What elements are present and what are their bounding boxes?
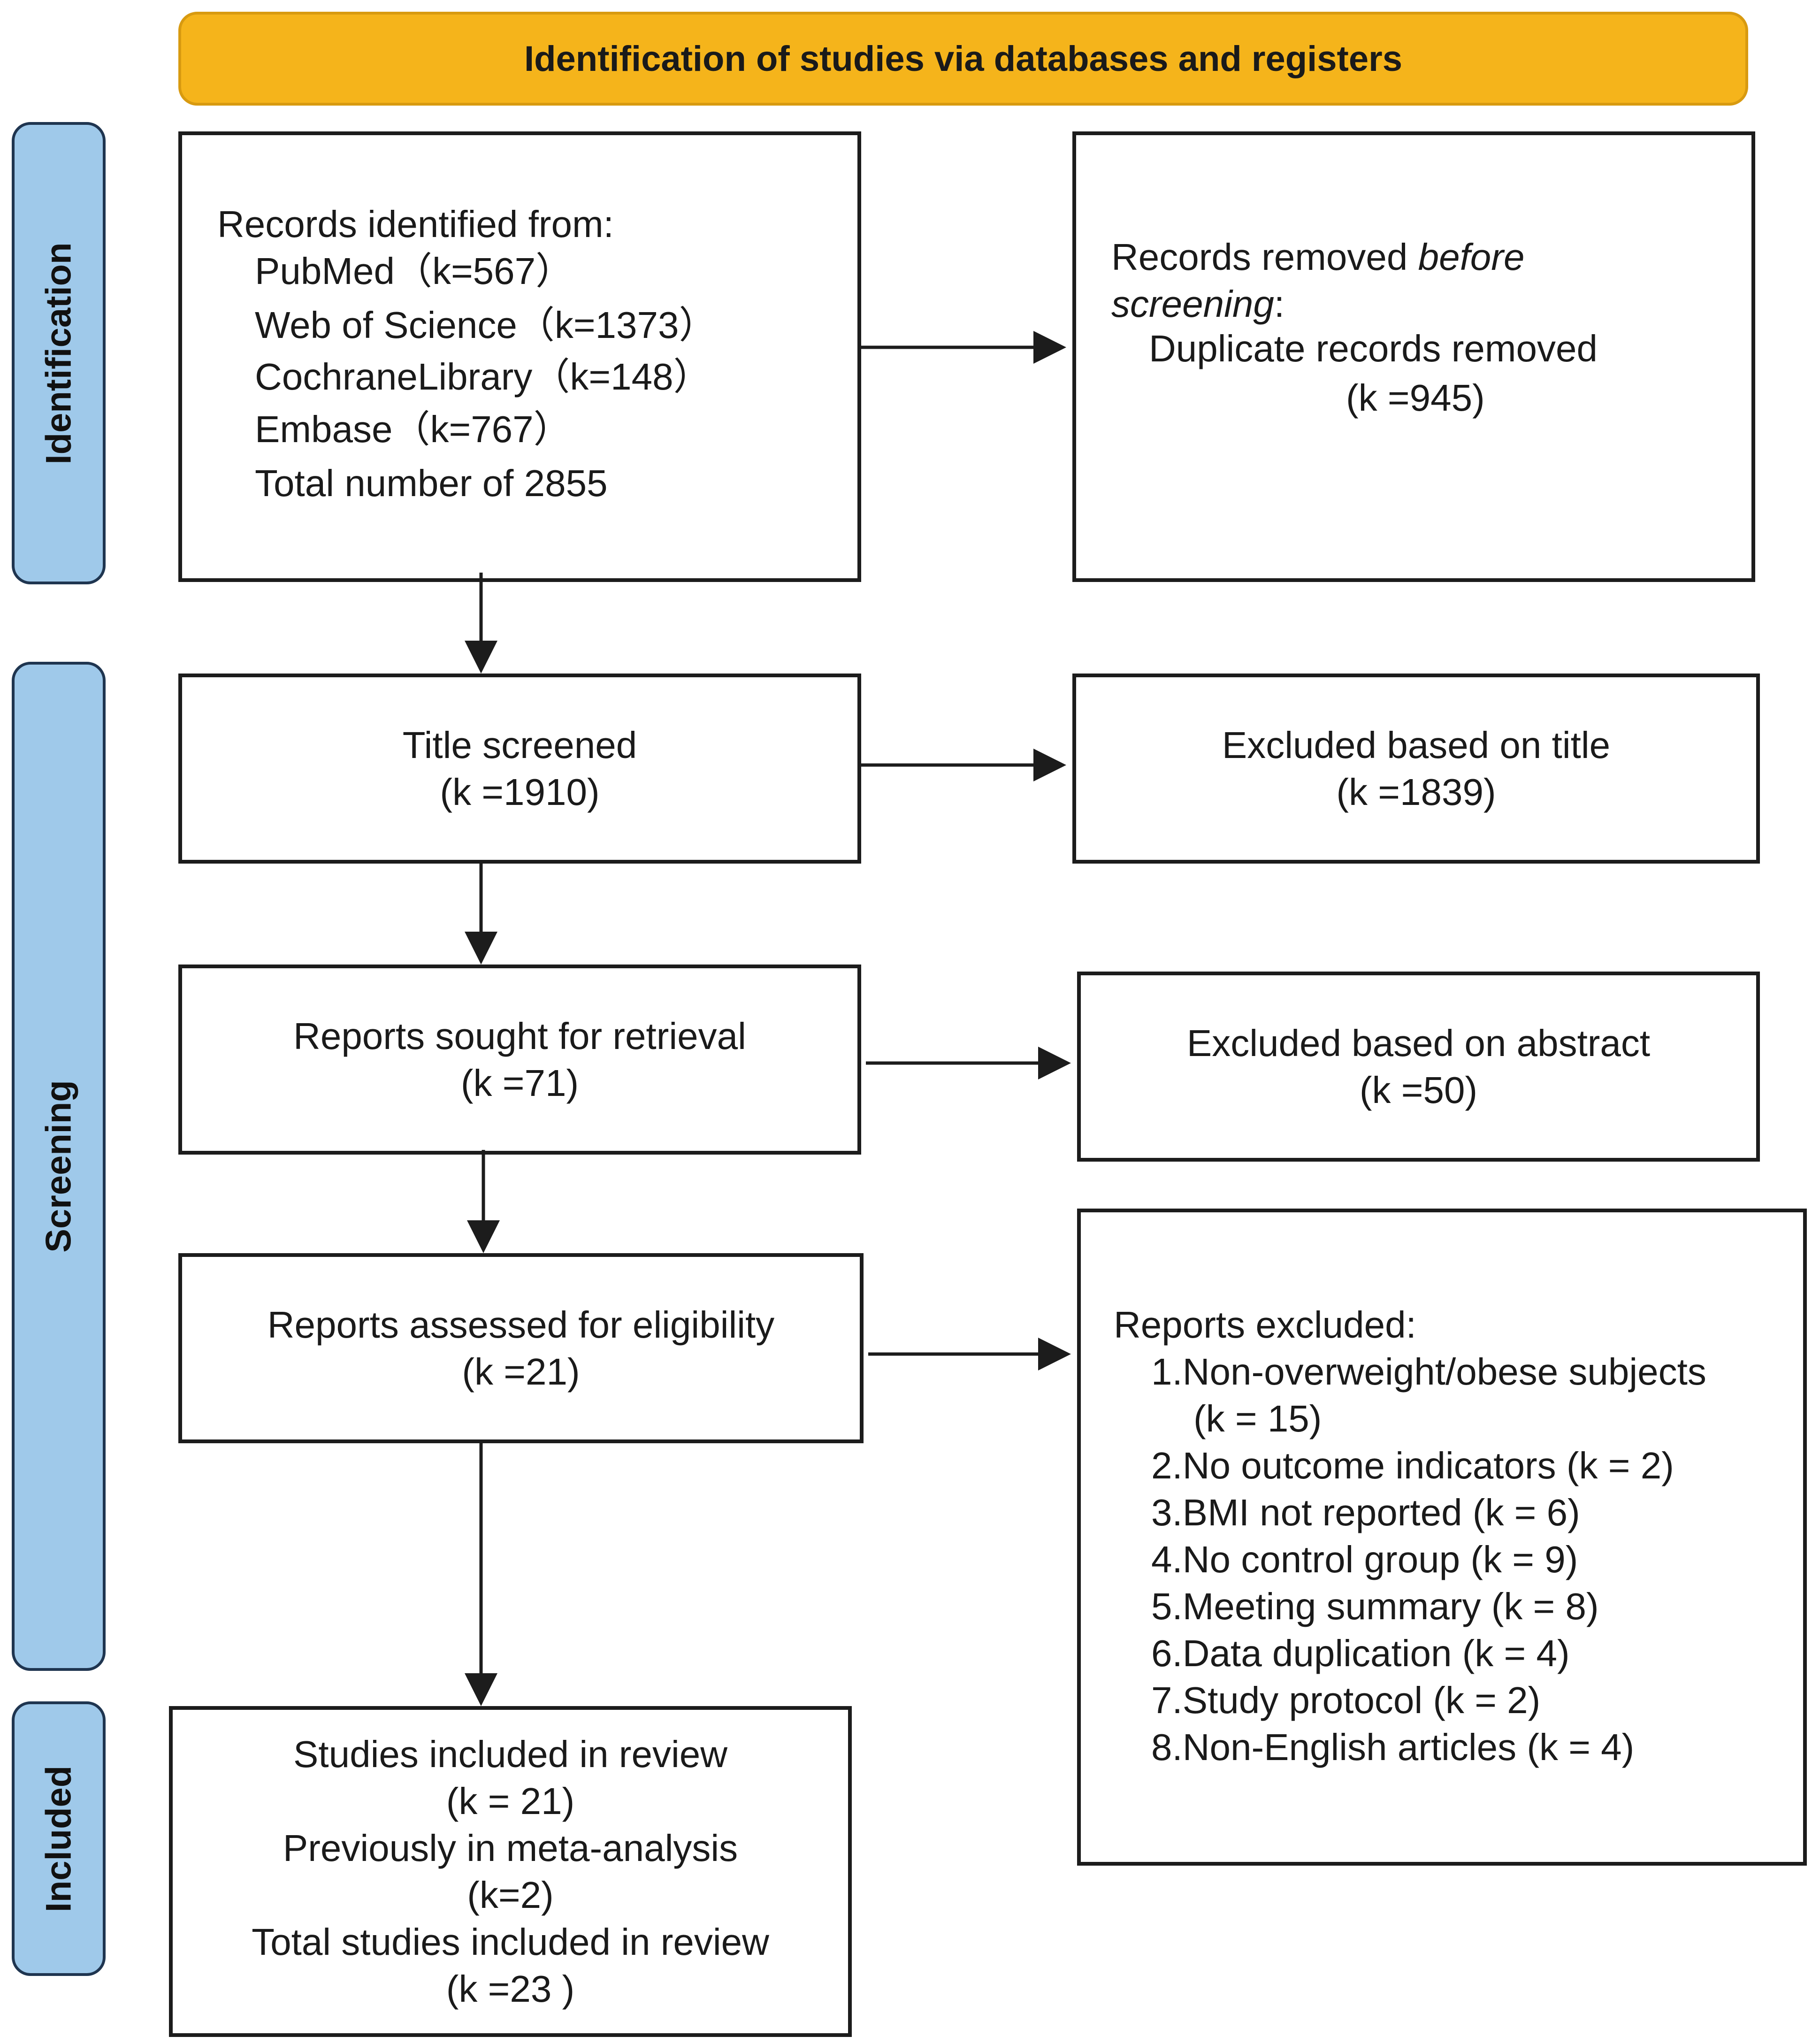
excluded-reason-3: 3.BMI not reported (k = 6) — [1151, 1492, 1580, 1533]
records-identified-box: Records identified from: PubMed（k=567） W… — [178, 131, 861, 582]
reports-assessed-count: (k =21) — [462, 1350, 580, 1393]
excluded-title-count: (k =1839) — [1336, 771, 1496, 813]
excluded-reason-4: 4.No control group (k = 9) — [1151, 1539, 1578, 1580]
source-pubmed: PubMed（k=567） — [255, 250, 573, 292]
total-included-count: (k =23 ) — [446, 1967, 575, 2010]
reports-assessed-label: Reports assessed for eligibility — [267, 1303, 775, 1346]
excluded-reason-2: 2.No outcome indicators (k = 2) — [1151, 1445, 1674, 1486]
records-removed-line2: screening: — [1111, 283, 1285, 325]
studies-included-label: Studies included in review — [293, 1733, 727, 1775]
header-banner: Identification of studies via databases … — [178, 12, 1748, 106]
title-screened-box: Title screened (k =1910) — [178, 674, 861, 864]
header-title: Identification of studies via databases … — [524, 38, 1402, 79]
source-embase: Embase（k=767） — [255, 408, 571, 450]
records-total: Total number of 2855 — [255, 462, 608, 504]
excluded-abstract-label: Excluded based on abstract — [1186, 1022, 1651, 1064]
total-included-label: Total studies included in review — [252, 1921, 769, 1963]
records-identified-heading: Records identified from: — [217, 203, 614, 245]
studies-included-box: Studies included in review (k = 21) Prev… — [169, 1706, 852, 2037]
excluded-reason-1: 1.Non-overweight/obese subjects — [1151, 1351, 1706, 1393]
duplicates-removed-count: (k =945) — [1346, 377, 1485, 419]
reports-sought-count: (k =71) — [460, 1062, 579, 1104]
studies-included-count: (k = 21) — [446, 1780, 575, 1822]
source-web-of-science: Web of Science（k=1373） — [255, 304, 717, 346]
excluded-reason-5: 5.Meeting summary (k = 8) — [1151, 1585, 1599, 1627]
duplicates-removed-label: Duplicate records removed — [1149, 328, 1598, 369]
reports-excluded-heading: Reports excluded: — [1114, 1304, 1416, 1346]
reports-excluded-box: Reports excluded: 1.Non-overweight/obese… — [1077, 1209, 1807, 1866]
excluded-title-box: Excluded based on title (k =1839) — [1072, 674, 1760, 864]
phase-identification: Identification — [12, 122, 106, 584]
records-removed-line1: Records removed before — [1111, 236, 1525, 278]
previous-meta-count: (k=2) — [467, 1874, 554, 1916]
excluded-abstract-box: Excluded based on abstract (k =50) — [1077, 972, 1760, 1162]
reports-sought-label: Reports sought for retrieval — [293, 1015, 746, 1057]
records-removed-box: Records removed before screening: Duplic… — [1072, 131, 1755, 582]
previous-meta-label: Previously in meta-analysis — [283, 1827, 738, 1869]
source-cochrane: CochraneLibrary（k=148） — [255, 356, 711, 398]
title-screened-label: Title screened — [402, 724, 637, 766]
excluded-reason-8: 8.Non-English articles (k = 4) — [1151, 1726, 1635, 1768]
title-screened-count: (k =1910) — [440, 771, 600, 813]
phase-included: Included — [12, 1701, 106, 1976]
reports-assessed-box: Reports assessed for eligibility (k =21) — [178, 1253, 864, 1443]
excluded-reason-6: 6.Data duplication (k = 4) — [1151, 1632, 1570, 1674]
excluded-reason-7: 7.Study protocol (k = 2) — [1151, 1679, 1541, 1721]
excluded-abstract-count: (k =50) — [1359, 1069, 1478, 1111]
reports-sought-box: Reports sought for retrieval (k =71) — [178, 965, 861, 1155]
excluded-reason-1-count: (k = 15) — [1193, 1398, 1322, 1439]
excluded-title-label: Excluded based on title — [1222, 724, 1611, 766]
phase-screening: Screening — [12, 662, 106, 1671]
